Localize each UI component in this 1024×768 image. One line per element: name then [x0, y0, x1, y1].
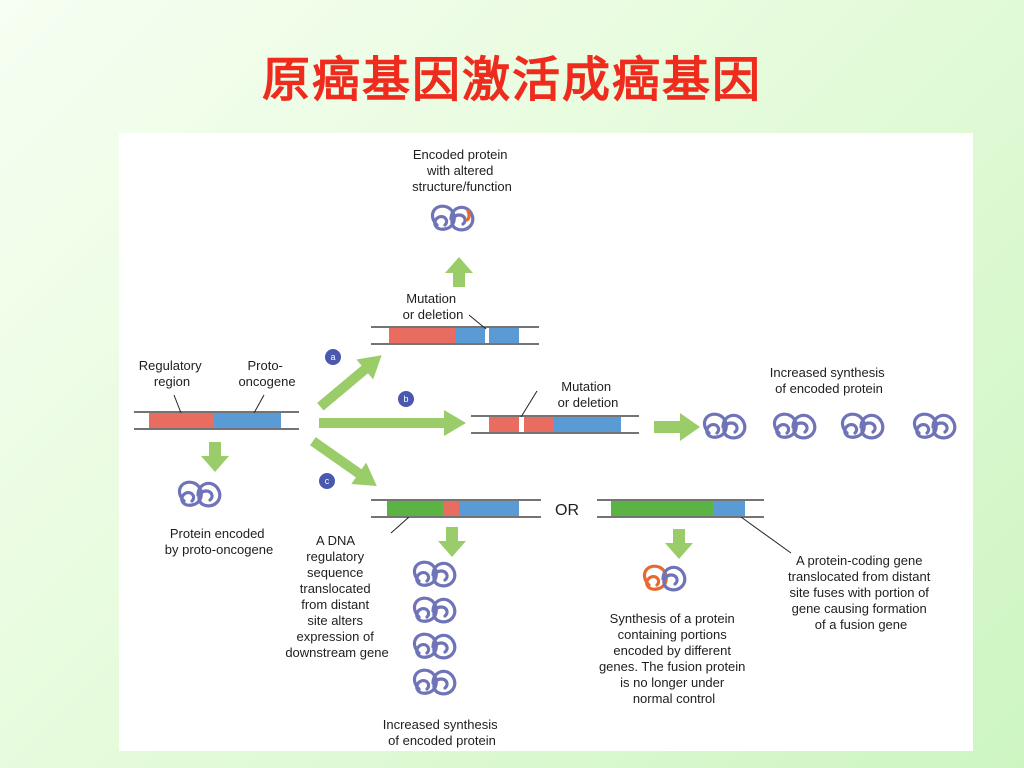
pathway-b-synthesis-label: Increased synthesis of encoded protein — [770, 365, 889, 396]
regulatory-region-segment — [149, 413, 214, 428]
increased-protein-coils-b — [702, 412, 957, 440]
pathway-b-gene — [471, 390, 639, 434]
proto-oncogene-segment — [214, 413, 281, 428]
pathway-b-right-arrow — [654, 413, 700, 441]
pathway-b-badge — [398, 391, 414, 407]
pathway-c-badge — [319, 473, 335, 489]
center-gene — [134, 394, 299, 430]
pathway-b-mutation-label: Mutation or deletion — [558, 379, 619, 410]
pathway-b-arrow — [319, 410, 466, 436]
dna-regulatory-label: A DNA regulatory sequence translocated f… — [285, 533, 388, 660]
oncogene-activation-figure: Regulatory region Proto- oncogene Protei… — [119, 133, 973, 751]
pathway-b-badge-text: b — [403, 394, 408, 404]
altered-protein-coil — [430, 204, 475, 232]
pathway-c-synthesis-label: Increased synthesis of encoded protein — [383, 717, 502, 748]
pathway-c-gene-right — [597, 499, 792, 554]
pathway-a-badge-text: a — [330, 352, 335, 362]
slide-title: 原癌基因激活成癌基因 — [261, 52, 762, 108]
fusion-protein-label: Synthesis of a protein containing portio… — [599, 611, 749, 706]
fusion-protein-coil — [643, 564, 687, 592]
normal-protein-coil — [177, 480, 222, 508]
pathway-c-down-arrow-left — [438, 527, 466, 557]
fusion-gene-label: A protein-coding gene translocated from … — [788, 553, 934, 632]
increased-protein-coils-c — [412, 560, 457, 696]
pathway-c-badge-text: c — [325, 476, 330, 486]
pathway-a-up-arrow — [445, 257, 473, 287]
or-label: OR — [555, 502, 579, 519]
regulatory-region-label: Regulatory region — [139, 358, 206, 389]
pathway-c-gene-left — [371, 499, 541, 534]
pathway-a-badge — [325, 349, 341, 365]
arrow-down-normal — [201, 442, 229, 472]
pathway-c-down-arrow-right — [665, 529, 693, 559]
proto-oncogene-label: Proto- oncogene — [238, 358, 295, 389]
normal-protein-label: Protein encoded by proto-oncogene — [165, 526, 273, 557]
altered-protein-label: Encoded protein with altered structure/f… — [412, 147, 512, 194]
pathway-a-mutation-label: Mutation or deletion — [403, 291, 464, 322]
pathway-a-gene — [371, 314, 539, 345]
pathway-a-arrow — [317, 355, 382, 411]
pathway-c-arrow — [310, 437, 377, 486]
